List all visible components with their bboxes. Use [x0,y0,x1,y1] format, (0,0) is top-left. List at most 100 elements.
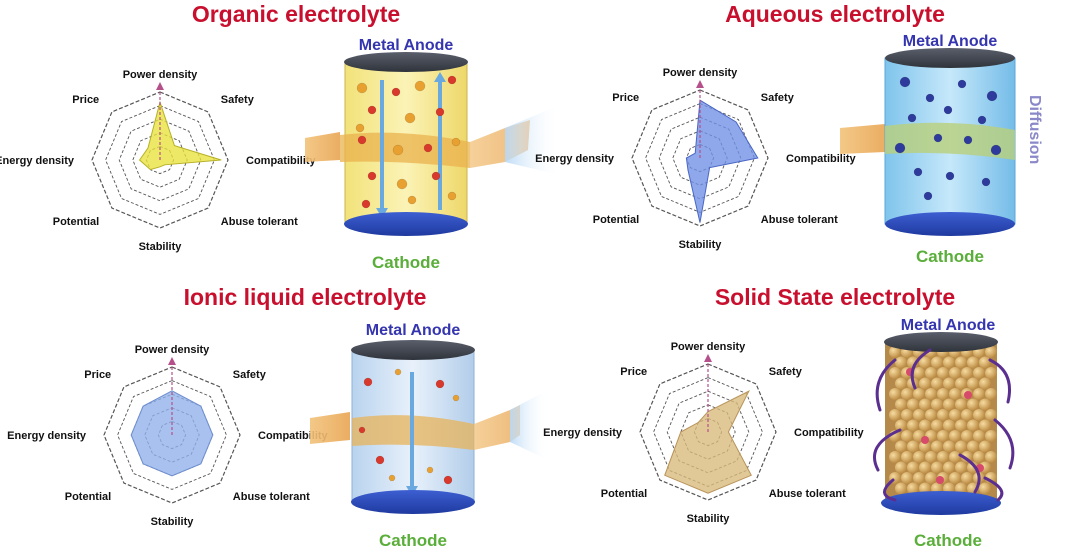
dendrite [958,453,981,494]
electrolyte-particle [955,419,967,432]
light-beam [840,124,885,154]
electrolyte-particle [889,367,901,379]
radar-axis-label: Abuse tolerant [221,216,298,228]
ion-arrow-head [434,72,446,82]
cathode-label: Cathode [372,253,440,272]
radar-axis-label: Potential [65,491,111,503]
electrolyte-particle [979,419,991,432]
anode-cap [344,52,468,72]
radar-axis-label: Abuse tolerant [769,488,846,500]
electrolyte-particle [901,388,913,400]
radar-axis-label: Potential [593,214,639,226]
electrolyte-particle [955,461,967,474]
ion-particle [945,171,955,181]
radar-grid-ring [639,363,777,501]
electrolyte-particle [895,356,907,369]
radar-axis-label: Safety [233,369,267,381]
anode-label: Metal Anode [359,37,454,54]
ion-particle [899,76,911,88]
electrolyte-particle [895,482,907,495]
panel-organic: Organic electrolyte Power densitySafetyC… [0,1,560,272]
electrolyte-particle [913,472,925,484]
dendrite [873,428,902,472]
electrolyte-particle [895,398,907,411]
ion-particle [957,79,967,89]
electrolyte-particle [973,388,985,400]
electrolyte-particle [985,346,997,358]
radar-grid-ring [117,380,227,490]
radar-axis-label: Compatibility [246,155,317,167]
electrolyte-particle [907,398,919,411]
electrolyte-particle [943,356,955,369]
anode-cap [885,48,1015,68]
anode-cap [351,340,475,360]
battery-cell-illustration [873,332,1015,515]
particle-packing [889,346,997,495]
light-beam-exit [474,405,520,450]
electrolyte-particle [955,440,967,453]
ion-particle [913,167,923,177]
ion-particle [443,475,453,485]
electrolyte-particle [961,409,973,421]
electrolyte-particle [937,367,949,379]
ion-particle [407,195,417,205]
electrolyte-particle [973,367,985,379]
ion-particle [375,455,385,465]
dendrites [873,348,1015,502]
electrolyte-particle [901,409,913,421]
radar-axis-label: Price [72,94,99,106]
dendrite [983,476,1004,502]
electrolyte-particle [925,451,937,463]
electrolyte-particle [943,461,955,474]
ion-particle [356,82,368,94]
radar-grid-ring [132,132,188,188]
electrolyte-particle [931,461,943,474]
radar-axis-label: Energy density [7,430,87,442]
panel-solid-state: Solid State electrolyte Power densitySaf… [543,284,1015,550]
radar-grid-ring [118,118,202,202]
electrolyte-particle [973,430,985,442]
electrolyte-particle [925,472,937,484]
ion-particle [986,90,998,102]
electrolyte-particle [949,409,961,421]
radar-axis-label: Abuse tolerant [233,491,310,503]
electrolyte-particle [919,440,931,453]
electrolyte-particle [895,419,907,432]
electrolyte-particle [901,472,913,484]
electrolyte-particle [931,377,943,390]
battery-cell-illustration [310,340,548,514]
battery-cell-illustration [305,52,560,236]
ion-particles [355,75,461,209]
ion-particle [923,191,933,201]
radar-axis-label: Stability [139,241,183,253]
electrolyte-particle [985,430,997,442]
radar-data-area [138,100,222,171]
radar-axis-label: Power density [135,344,210,356]
electrolyte-particle [961,367,973,379]
electrolyte-particle [919,461,931,474]
electrolyte-particle [967,377,979,390]
ion-particle [990,144,1002,156]
electrolyte-particle [907,461,919,474]
ion-particle [423,143,433,153]
ion-particle [388,474,396,482]
ion-particle [977,115,987,125]
electrolyte-particle [913,409,925,421]
cathode-base [344,212,468,236]
ion-particle [391,87,401,97]
electrolyte-particle [889,388,901,400]
ion-particle [431,171,441,181]
ion-particle [943,105,953,115]
electrolyte-particle [955,377,967,390]
ion-particle [894,142,906,154]
radar-grid-ring [666,390,750,474]
electrolyte-particle [919,356,931,369]
electrolyte-particle [973,409,985,421]
electrolyte-particle [913,367,925,379]
electrolyte-particle [901,430,913,442]
electrolyte-particle [913,451,925,463]
ion-particle [435,107,445,117]
